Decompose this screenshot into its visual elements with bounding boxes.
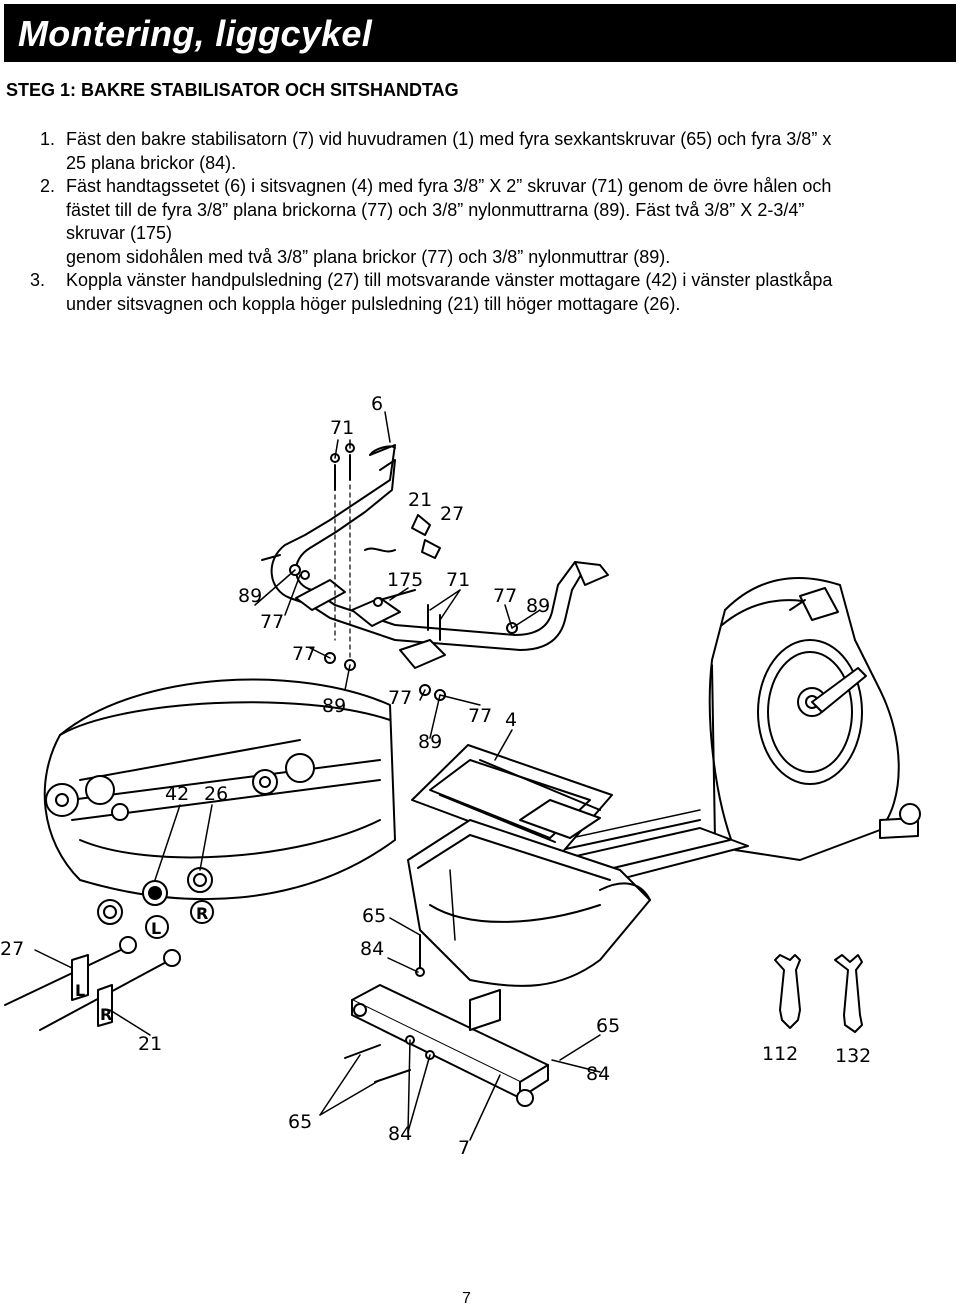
- callout-65: 65: [596, 1015, 620, 1037]
- callout-84: 84: [388, 1123, 412, 1145]
- callout-26: 26: [204, 783, 228, 805]
- instruction-list: 1. Fäst den bakre stabilisatorn (7) vid …: [30, 128, 952, 316]
- left-marker: L: [75, 981, 85, 1000]
- callout-112: 112: [762, 1043, 798, 1065]
- left-marker: L: [151, 919, 161, 938]
- handlebar-set-drawing: [261, 444, 609, 669]
- callout-77: 77: [260, 611, 284, 633]
- step-line: under sitsvagnen och koppla höger pulsle…: [66, 293, 681, 314]
- callout-89: 89: [418, 731, 442, 753]
- callout-89: 89: [322, 695, 346, 717]
- callout-84: 84: [360, 938, 384, 960]
- page-number: 7: [462, 1290, 471, 1307]
- step-heading: STEG 1: BAKRE STABILISATOR OCH SITSHANDT…: [6, 80, 459, 100]
- step-number: 3.: [30, 270, 46, 290]
- callout-7: 7: [458, 1137, 470, 1159]
- step-line: fästet till de fyra 3/8” plana brickorna…: [66, 199, 805, 220]
- assembly-diagram: 6 71 21 27 89 77 175 71 77 89 77 89 77 7…: [0, 393, 921, 1159]
- step-line: Koppla vänster handpulsledning (27) till…: [66, 270, 833, 290]
- leader-lines: [34, 411, 601, 1141]
- title-bar: Montering, liggcykel: [4, 4, 956, 62]
- callout-77: 77: [388, 687, 412, 709]
- wrench-icons: [774, 954, 863, 1033]
- callout-71: 71: [330, 417, 354, 439]
- callout-89: 89: [238, 585, 262, 607]
- callout-21: 21: [138, 1033, 162, 1055]
- step-line: Fäst den bakre stabilisatorn (7) vid huv…: [66, 129, 832, 149]
- detail-magnifier: [4, 678, 396, 1031]
- callout-71: 71: [446, 569, 470, 591]
- callout-84: 84: [586, 1063, 610, 1085]
- callout-42: 42: [165, 783, 189, 805]
- step-line: skruvar (175): [66, 223, 173, 243]
- step-line: genom sidohålen med två 3/8” plana brick…: [66, 246, 671, 267]
- callout-132: 132: [835, 1045, 871, 1067]
- frame-cover-drawing: [708, 576, 921, 861]
- callout-6: 6: [371, 393, 383, 415]
- callout-65: 65: [362, 905, 386, 927]
- callout-27: 27: [440, 503, 464, 525]
- right-marker: R: [100, 1005, 112, 1024]
- instruction-step-3: 3. Koppla vänster handpulsledning (27) t…: [30, 269, 952, 316]
- instruction-step-2: 2. Fäst handtagssetet (6) i sitsvagnen (…: [40, 175, 952, 269]
- step-number: 2.: [40, 176, 56, 196]
- callout-175: 175: [387, 569, 423, 591]
- callout-77: 77: [493, 585, 517, 607]
- callout-27: 27: [0, 938, 24, 960]
- callout-65: 65: [288, 1111, 312, 1133]
- callout-4: 4: [505, 709, 517, 731]
- callout-89: 89: [526, 595, 550, 617]
- hardware-drawing: [289, 443, 518, 1083]
- page-title: Montering, liggcykel: [18, 13, 373, 54]
- callout-21: 21: [408, 489, 432, 511]
- step-line: Fäst handtagssetet (6) i sitsvagnen (4) …: [66, 176, 832, 196]
- step-line: 25 plana brickor (84).: [66, 152, 237, 173]
- callout-77: 77: [292, 643, 316, 665]
- seat-carriage-drawing: [407, 744, 651, 987]
- instruction-step-1: 1. Fäst den bakre stabilisatorn (7) vid …: [40, 128, 952, 175]
- step-number: 1.: [40, 129, 56, 149]
- rear-stabilizer-drawing: [351, 984, 549, 1107]
- right-marker: R: [196, 904, 208, 923]
- callout-77: 77: [468, 705, 492, 727]
